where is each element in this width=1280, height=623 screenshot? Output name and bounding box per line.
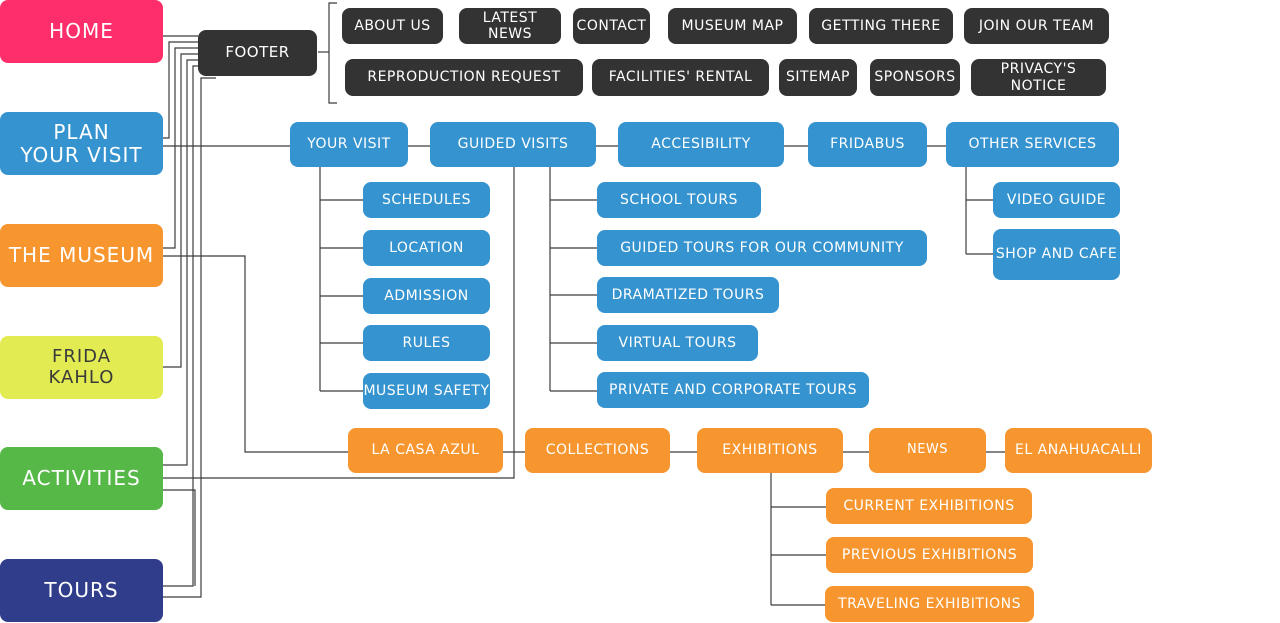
footer-link-museum-map[interactable]: MUSEUM MAP [668,8,797,44]
section-collections[interactable]: COLLECTIONS [525,428,670,473]
footer-label: FOOTER [225,43,290,62]
nav-activities-label: ACTIVITIES [22,466,141,490]
page-rules[interactable]: RULES [363,325,490,361]
connector-tours-footer [163,65,198,587]
footer-link-latest-news[interactable]: LATEST NEWS [459,8,561,44]
nav-plan-label-line2: YOUR VISIT [20,142,143,167]
nav-frida-kahlo[interactable]: FRIDA KAHLO [0,336,163,399]
footer-node[interactable]: FOOTER [198,30,317,76]
nav-plan-label-line1: PLAN [53,119,110,144]
section-accesibility[interactable]: ACCESIBILITY [618,122,784,167]
nav-activities[interactable]: ACTIVITIES [0,447,163,510]
footer-link-privacys-notice[interactable]: PRIVACY'S NOTICE [971,59,1106,96]
page-traveling-exhibitions[interactable]: TRAVELING EXHIBITIONS [825,586,1034,622]
section-news[interactable]: NEWS [869,428,986,473]
connector-plan-footer [163,41,198,139]
nav-plan-your-visit[interactable]: PLAN YOUR VISIT [0,112,163,175]
page-school-tours[interactable]: SCHOOL TOURS [597,182,761,218]
section-exhibitions[interactable]: EXHIBITIONS [697,428,843,473]
footer-link-getting-there[interactable]: GETTING THERE [809,8,953,44]
nav-frida-label-line1: FRIDA [51,345,112,367]
footer-link-sitemap[interactable]: SITEMAP [779,59,857,96]
page-video-guide[interactable]: VIDEO GUIDE [993,182,1120,218]
page-dramatized-tours[interactable]: DRAMATIZED TOURS [597,277,779,313]
section-your-visit[interactable]: YOUR VISIT [290,122,408,167]
nav-tours-label: TOURS [44,578,119,602]
page-private-corporate-tours[interactable]: PRIVATE AND CORPORATE TOURS [597,372,869,408]
page-previous-exhibitions[interactable]: PREVIOUS EXHIBITIONS [826,537,1033,573]
section-other-services[interactable]: OTHER SERVICES [946,122,1119,167]
section-fridabus[interactable]: FRIDABUS [808,122,927,167]
page-guided-tours-community[interactable]: GUIDED TOURS FOR OUR COMMUNITY [597,230,927,266]
footer-link-contact[interactable]: CONTACT [573,8,650,44]
page-admission[interactable]: ADMISSION [363,278,490,314]
page-schedules[interactable]: SCHEDULES [363,182,490,218]
page-shop-and-cafe[interactable]: SHOP AND CAFE [993,229,1120,280]
nav-museum-label: THE MUSEUM [8,243,155,267]
footer-link-join-our-team[interactable]: JOIN OUR TEAM [964,8,1109,44]
section-guided-visits[interactable]: GUIDED VISITS [430,122,596,167]
footer-link-facilities-rental[interactable]: FACILITIES' RENTAL [592,59,769,96]
section-el-anahuacalli[interactable]: EL ANAHUACALLI [1005,428,1152,473]
connector-activities-tours [163,489,196,586]
connector-tours-footer-2 [163,77,216,598]
nav-the-museum[interactable]: THE MUSEUM [0,224,163,287]
footer-link-about-us[interactable]: ABOUT US [342,8,443,44]
footer-bracket-vertical [328,2,337,104]
nav-tours[interactable]: TOURS [0,559,163,622]
page-location[interactable]: LOCATION [363,230,490,266]
connector-frida-footer [163,53,198,368]
connector-museum-footer [163,47,198,249]
connector-activities-footer [163,59,198,466]
page-museum-safety[interactable]: MUSEUM SAFETY [363,373,490,409]
section-la-casa-azul[interactable]: LA CASA AZUL [348,428,503,473]
nav-frida-label-line2: KAHLO [48,366,115,388]
nav-home[interactable]: HOME [0,0,163,63]
connector-activities-row [163,167,515,479]
nav-home-label: HOME [49,19,114,43]
page-virtual-tours[interactable]: VIRTUAL TOURS [597,325,758,361]
footer-link-reproduction-request[interactable]: REPRODUCTION REQUEST [345,59,583,96]
page-current-exhibitions[interactable]: CURRENT EXHIBITIONS [826,488,1032,524]
connector-museum-row [163,255,348,453]
footer-link-sponsors[interactable]: SPONSORS [870,59,960,96]
